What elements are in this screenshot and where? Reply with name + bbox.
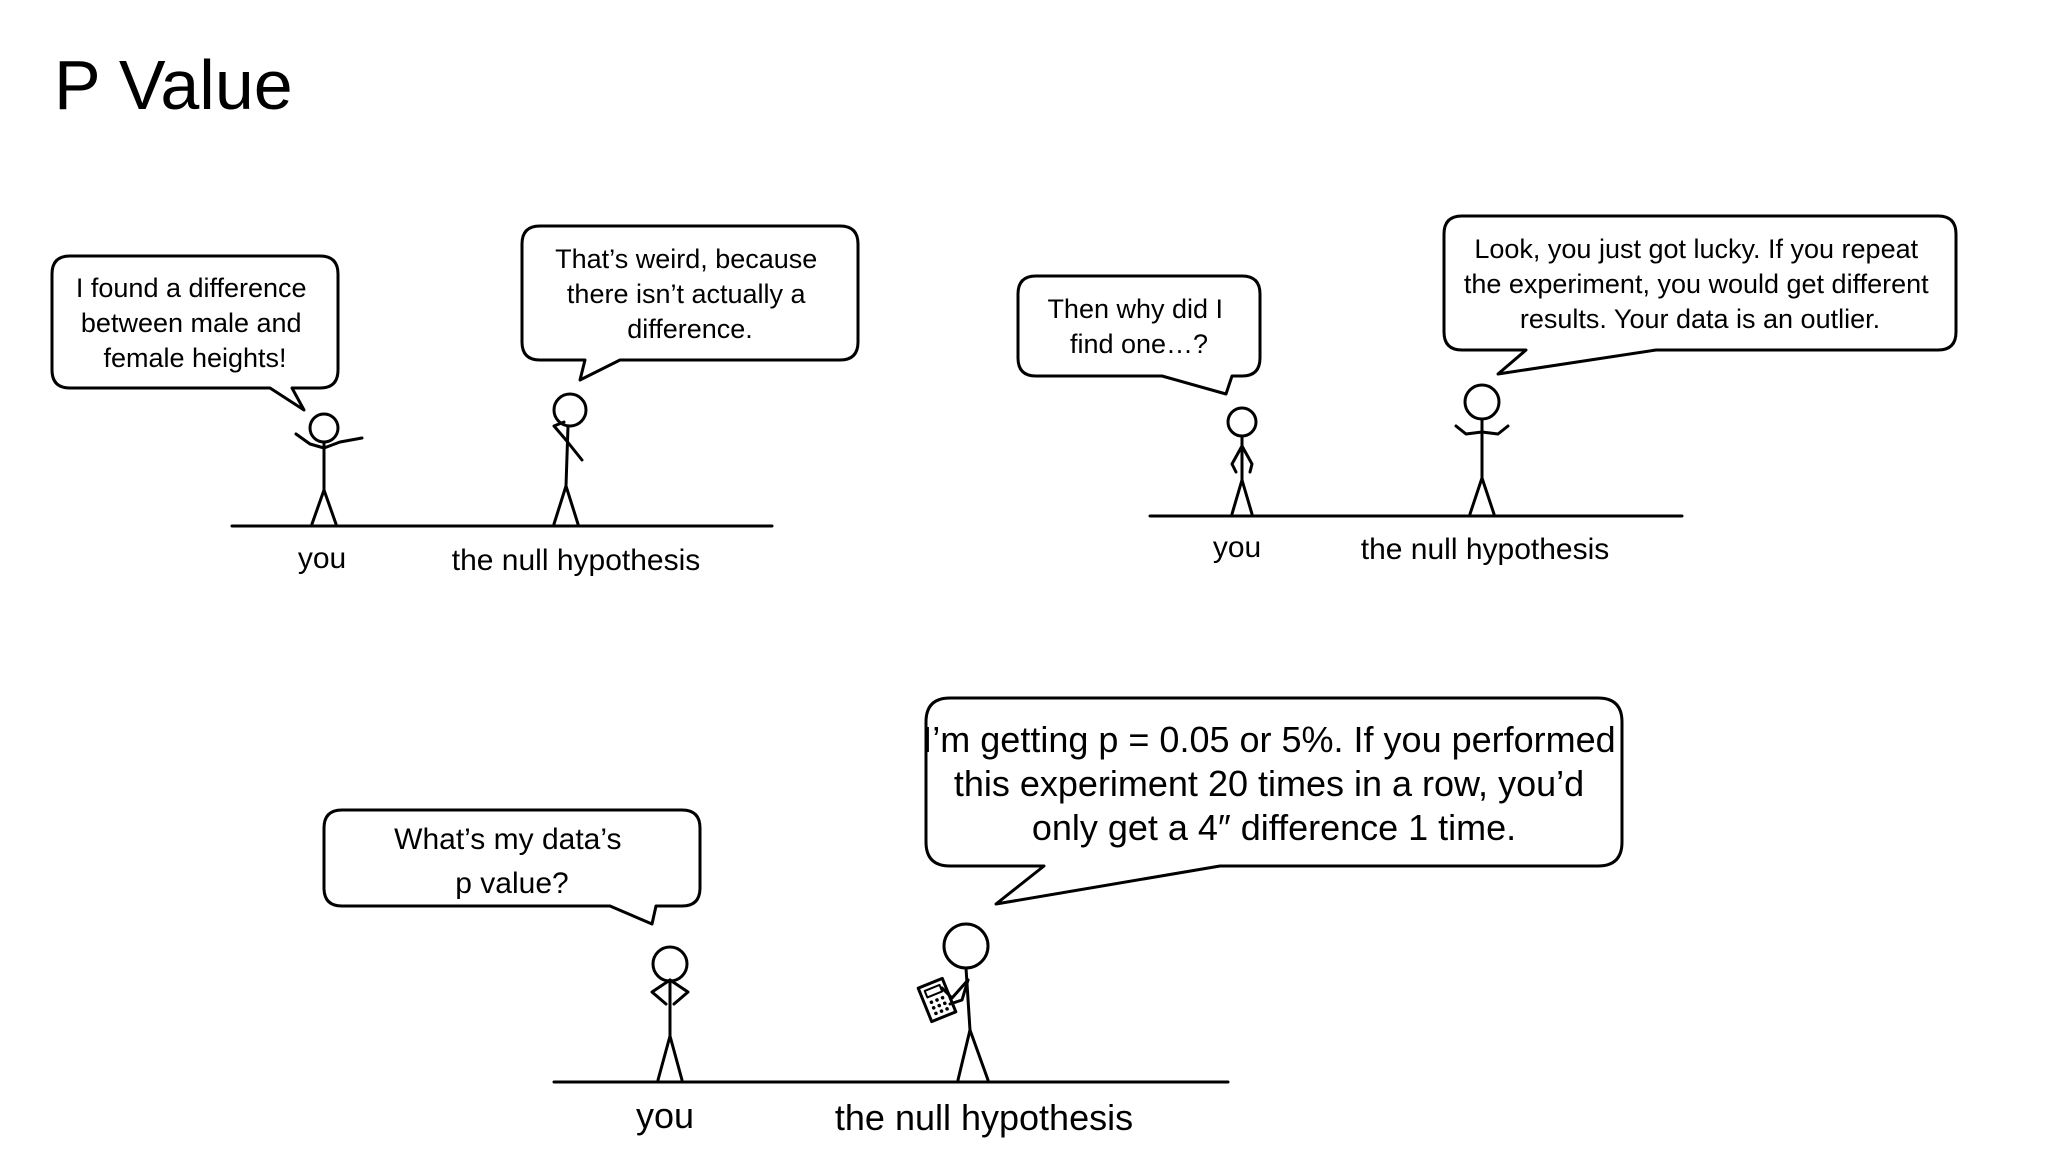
label-null-hypothesis: the null hypothesis [452, 544, 701, 577]
speech-bubble-null-hypothesis [520, 224, 860, 382]
speech-line: Look, you just got lucky. If you repeat [1474, 234, 1918, 264]
speech-line: What’s my data’s [394, 823, 621, 856]
speech-line: results. Your data is an outlier. [1520, 304, 1880, 334]
speech-line: difference. [627, 314, 753, 344]
label-you: you [298, 542, 346, 575]
speech-bubble-you-text: What’s my data’s p value? [394, 823, 630, 900]
figure-head [651, 945, 689, 983]
speech-bubble-null-hypothesis-text: That’s weird, because there isn’t actual… [555, 244, 825, 344]
speech-line: find one…? [1070, 329, 1208, 359]
figure-head [552, 392, 588, 428]
speech-line: p value? [455, 867, 568, 900]
panel-2: Then why did I find one…? Look, you just… [1016, 214, 1958, 566]
speech-line: the experiment, you would get different [1464, 269, 1929, 299]
speech-line: That’s weird, because [555, 244, 817, 274]
speech-line: there isn’t actually a [567, 279, 807, 309]
speech-line: Then why did I [1047, 294, 1223, 324]
speech-bubble-you-text: Then why did I find one…? [1047, 294, 1230, 359]
speech-bubble-null-hypothesis-text: I’m getting p = 0.05 or 5%. If you perfo… [922, 719, 1625, 848]
calculator-icon [916, 976, 958, 1024]
figure-head [1226, 406, 1258, 438]
speech-bubble-you [322, 808, 702, 926]
figure-head [308, 412, 340, 444]
label-you: you [636, 1095, 694, 1136]
label-null-hypothesis: the null hypothesis [835, 1097, 1133, 1138]
speech-line: female heights! [103, 343, 286, 373]
speech-bubble-you [50, 254, 340, 412]
stick-figure-you [1226, 406, 1258, 516]
slide-title: P Value [54, 46, 293, 124]
label-null-hypothesis: the null hypothesis [1361, 533, 1610, 566]
speech-line: this experiment 20 times in a row, you’d [954, 763, 1584, 804]
stick-figure-null-hypothesis [1454, 383, 1510, 516]
speech-line: only get a 4″ difference 1 time. [1032, 807, 1516, 848]
speech-line: I found a difference [76, 273, 307, 303]
speech-bubble-null-hypothesis-text: Look, you just got lucky. If you repeat … [1464, 234, 1936, 334]
panel-3: What’s my data’s p value? I’m getting p … [322, 696, 1625, 1138]
figure-head [942, 922, 990, 970]
stick-figure-null-hypothesis [552, 392, 588, 526]
figure-head [1463, 383, 1501, 421]
panel-1: I found a difference between male and fe… [50, 224, 860, 577]
stick-figure-you [294, 412, 364, 526]
speech-line: I’m getting p = 0.05 or 5%. If you perfo… [922, 719, 1615, 760]
speech-line: between male and [81, 308, 302, 338]
stick-figure-you [650, 945, 690, 1082]
speech-bubble-null-hypothesis [924, 696, 1624, 906]
speech-bubble-null-hypothesis [1442, 214, 1958, 376]
speech-bubble-you-text: I found a difference between male and fe… [76, 273, 314, 373]
stick-figure-null-hypothesis [916, 922, 990, 1082]
label-you: you [1213, 531, 1261, 564]
speech-bubble-you [1016, 274, 1262, 396]
